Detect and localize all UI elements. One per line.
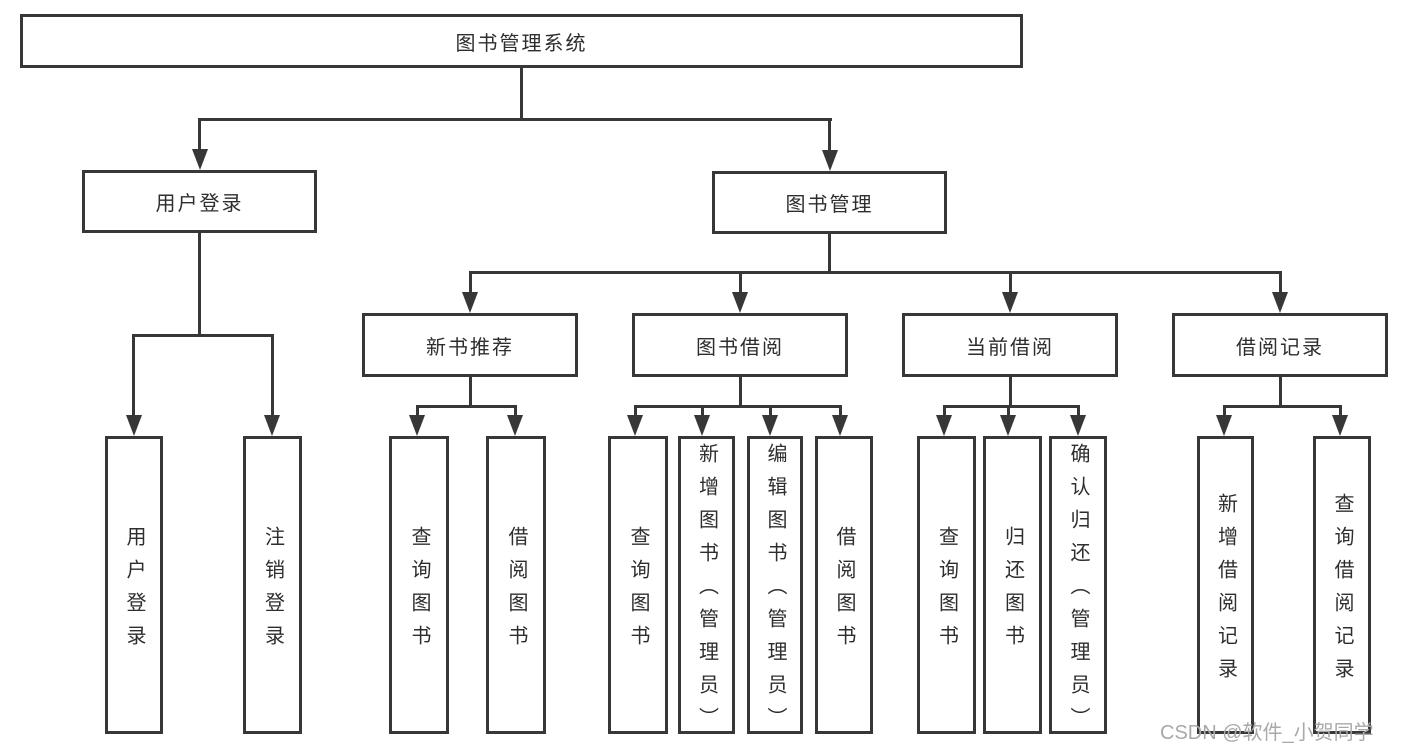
leaf-borrow-books-recommend: 借阅图书 (486, 436, 546, 734)
arrowhead-icon (1000, 415, 1016, 436)
arrowhead-icon (1272, 292, 1288, 313)
leaf-label: 确认归还（管理员） (1067, 443, 1089, 740)
arrowhead-icon (507, 415, 523, 436)
arrowhead-icon (192, 149, 208, 170)
watermark-text: CSDN @软件_小贺同学 (1160, 722, 1374, 744)
connector-vline (769, 405, 772, 417)
leaf-add-borrow-record: 新增借阅记录 (1197, 436, 1254, 734)
arrowhead-icon (832, 415, 848, 436)
connector-vline (739, 271, 742, 294)
leaf-label: 查询图书 (408, 525, 430, 658)
node-borrowing-records: 借阅记录 (1172, 313, 1388, 377)
connector-vline (739, 377, 742, 408)
leaf-label: 借阅图书 (505, 525, 527, 658)
connector-vline (514, 405, 517, 417)
connector-vline (520, 67, 523, 120)
connector-vline (469, 271, 472, 294)
connector-hline (198, 118, 832, 121)
connector-vline (1007, 405, 1010, 417)
connector-vline (198, 233, 201, 337)
arrowhead-icon (694, 415, 710, 436)
leaf-add-books-admin: 新增图书（管理员） (678, 436, 735, 740)
connector-vline (1009, 377, 1012, 408)
connector-hline (943, 405, 1080, 408)
leaf-label: 编辑图书（管理员） (764, 443, 786, 740)
leaf-label: 借阅图书 (833, 525, 855, 658)
leaf-label: 查询图书 (627, 525, 649, 658)
arrowhead-icon (627, 415, 643, 436)
connector-vline (1077, 405, 1080, 417)
leaf-query-books-current: 查询图书 (917, 436, 976, 734)
connector-vline (943, 405, 946, 417)
arrowhead-icon (1002, 292, 1018, 313)
node-user-login: 用户登录 (82, 170, 317, 233)
connector-hline (132, 334, 274, 337)
arrowhead-icon (1070, 415, 1086, 436)
arrowhead-icon (732, 292, 748, 313)
leaf-logout: 注销登录 (243, 436, 302, 734)
arrowhead-icon (264, 415, 280, 436)
node-book-management: 图书管理 (712, 171, 947, 234)
leaf-label: 查询借阅记录 (1331, 492, 1353, 691)
leaf-confirm-return-admin: 确认归还（管理员） (1049, 436, 1107, 740)
leaf-return-books: 归还图书 (983, 436, 1042, 734)
connector-vline (1223, 405, 1226, 417)
arrowhead-icon (822, 150, 838, 171)
connector-vline (1339, 405, 1342, 417)
arrowhead-icon (462, 292, 478, 313)
connector-vline (1279, 271, 1282, 294)
connector-vline (701, 405, 704, 417)
node-root: 图书管理系统 (20, 14, 1023, 68)
node-new-book-recommend: 新书推荐 (362, 313, 578, 377)
leaf-label: 新增借阅记录 (1214, 492, 1237, 691)
connector-vline (271, 334, 274, 416)
arrowhead-icon (936, 415, 952, 436)
connector-hline (1223, 405, 1342, 408)
connector-vline (132, 334, 135, 416)
connector-vline (1279, 377, 1282, 408)
arrowhead-icon (762, 415, 778, 436)
connector-hline (469, 271, 1282, 274)
connector-hline (634, 405, 842, 408)
leaf-label: 归还图书 (1001, 525, 1024, 658)
node-book-borrowing: 图书借阅 (632, 313, 848, 377)
connector-vline (634, 405, 637, 417)
arrowhead-icon (409, 415, 425, 436)
leaf-query-books-recommend: 查询图书 (389, 436, 449, 734)
leaf-query-borrow-record: 查询借阅记录 (1313, 436, 1371, 734)
connector-vline (416, 405, 419, 417)
arrowhead-icon (1332, 415, 1348, 436)
connector-hline (416, 405, 517, 408)
leaf-edit-books-admin: 编辑图书（管理员） (747, 436, 803, 740)
leaf-query-books-borrowing: 查询图书 (608, 436, 668, 734)
leaf-user-login: 用户登录 (105, 436, 163, 734)
leaf-borrow-books-borrowing: 借阅图书 (815, 436, 873, 734)
connector-vline (828, 234, 831, 274)
node-current-borrowing: 当前借阅 (902, 313, 1118, 377)
connector-vline (839, 405, 842, 417)
connector-vline (198, 118, 201, 152)
leaf-label: 用户登录 (123, 525, 145, 658)
leaf-label: 查询图书 (935, 525, 958, 658)
leaf-label: 新增图书（管理员） (695, 443, 718, 740)
arrowhead-icon (1216, 415, 1232, 436)
leaf-label: 注销登录 (261, 525, 284, 658)
connector-vline (1009, 271, 1012, 294)
arrowhead-icon (126, 415, 142, 436)
connector-vline (469, 377, 472, 408)
connector-vline (828, 118, 831, 152)
